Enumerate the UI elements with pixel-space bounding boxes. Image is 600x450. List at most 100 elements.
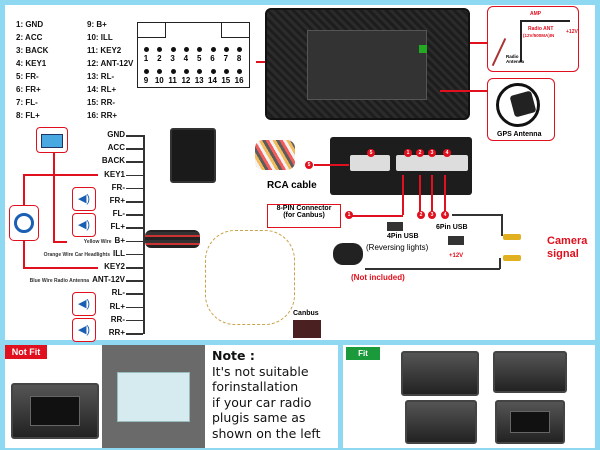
wire-label: BACK	[101, 156, 125, 166]
gps-label: GPS Antenna	[497, 131, 542, 138]
connector-pin-number: 10	[154, 76, 164, 85]
wire-label-row: FR+	[110, 196, 125, 205]
canbus-connector-line1: 8-PIN Connector	[276, 205, 332, 212]
connector-pin-number: 15	[221, 76, 231, 85]
pin-label: 16: RR+	[87, 111, 118, 120]
wire-line	[126, 174, 143, 177]
wire-label-row: RL-	[112, 288, 125, 297]
fit-radio-image	[493, 351, 567, 393]
rca-cable-image	[255, 140, 295, 170]
wire-label-row: KEY2	[104, 262, 125, 271]
harness-wires	[145, 230, 200, 248]
radio-antenna-box: AMP Radio ANT (12V/500MA)IN +12V Radio A…	[487, 6, 579, 72]
fit-panel: Fit	[343, 345, 595, 448]
speaker-icon: ◀)	[72, 187, 96, 211]
wire-label: ACC	[107, 143, 125, 153]
pin-label: 13: RL-	[87, 72, 115, 81]
head-unit-back	[265, 8, 470, 120]
connector-pin-dot	[223, 69, 229, 74]
connector-pin-number: 3	[170, 54, 175, 63]
note-line: shown on the left	[212, 425, 321, 441]
port-line	[431, 175, 433, 215]
wire-label-row: RR-	[111, 315, 125, 324]
pin-label: 2: ACC	[16, 33, 43, 42]
not-fit-plug-image	[102, 345, 205, 448]
connector-panel	[330, 137, 472, 195]
antenna-rod-icon	[491, 38, 506, 66]
usb6-label: 6Pin USB	[436, 224, 468, 231]
fit-radio-image	[495, 400, 565, 444]
canbus-label: Canbus	[293, 310, 319, 317]
pin-label: 9: B+	[87, 20, 107, 29]
canbus-number: 1	[345, 211, 353, 219]
pin-label: 3: BACK	[16, 46, 49, 55]
camera-wire	[501, 214, 503, 236]
wire-label: FL+	[110, 222, 125, 232]
battery-b-plus-line	[53, 153, 55, 242]
wire-label: FL-	[112, 209, 125, 219]
port-line	[419, 175, 421, 215]
camera-number: 4	[441, 211, 449, 219]
wire-note: Orange Wire Car Headlights	[43, 251, 110, 258]
gps-antenna-icon	[496, 83, 540, 127]
usb4-label: 4Pin USB	[387, 233, 419, 240]
wire-label-row: ACC	[108, 143, 125, 152]
wire-note: Yellow Wire	[83, 238, 112, 245]
wire-line	[126, 319, 143, 322]
harness-bus-line	[143, 135, 145, 334]
canbus-connector-label: 8-PIN Connector (for Canbus)	[267, 204, 341, 228]
port-number: 5	[367, 149, 375, 157]
connector-pin-dot	[144, 69, 149, 74]
connector-pin-dot	[197, 47, 203, 52]
note-title: Note :	[212, 348, 255, 363]
wire-line	[126, 187, 143, 190]
wire-line	[126, 240, 143, 243]
pin-label: 7: FL-	[16, 98, 38, 107]
connector-pin-number: 8	[236, 54, 242, 63]
wire-label-row: KEY1	[104, 170, 125, 179]
connector-pin-number: 4	[183, 54, 189, 63]
key-line	[23, 174, 25, 205]
wire-label-row: FL+	[111, 222, 125, 231]
connector-pin-number: 16	[234, 76, 244, 85]
plus12v-label: +12V	[449, 253, 464, 259]
speaker-icon: ◀)	[72, 213, 96, 237]
wire-label: KEY1	[104, 169, 125, 179]
camera-signal-line1: Camera	[547, 235, 588, 247]
canbus-box	[293, 320, 321, 338]
connector-pin-dot	[157, 69, 163, 74]
wire-label-row: RL+	[110, 302, 125, 311]
connector-pin-dot	[237, 69, 243, 74]
wire-line	[126, 227, 143, 229]
wire-label: RR-	[110, 314, 125, 324]
connector-pin-number: 14	[208, 76, 217, 85]
not-fit-radio-image	[11, 383, 99, 439]
wire-label-row: FL-	[113, 209, 125, 218]
note-line: plugis same as	[212, 410, 306, 425]
rca-yellow-plug-icon	[503, 255, 521, 261]
port-number: 3	[428, 149, 436, 157]
camera-signal-line2: signal	[547, 248, 579, 260]
connector-pin-dot	[183, 69, 189, 74]
wire-line	[126, 253, 143, 256]
key-line	[23, 174, 98, 176]
connector-pin-dot	[170, 69, 176, 74]
wire-line	[126, 280, 143, 282]
connector-pin-number: 1	[143, 54, 149, 63]
speaker-icon: ◀)	[72, 318, 96, 342]
connector-pin-number: 12	[181, 76, 191, 85]
usb6-number: 3	[428, 211, 436, 219]
amp-label: AMP	[530, 11, 542, 17]
rca-label: RCA cable	[267, 180, 317, 191]
not-included-label: (Not included)	[351, 273, 405, 282]
camera-icon	[333, 243, 363, 265]
wire-label-row: FR-	[112, 183, 125, 192]
wire-note: Blue Wire Radio Antenna	[29, 278, 90, 285]
connector-pin-number: 2	[157, 54, 162, 63]
wire-line	[126, 306, 143, 309]
note-line: It's not suitable	[212, 363, 309, 379]
fit-badge: Fit	[346, 347, 380, 360]
port-number: 2	[416, 149, 424, 157]
